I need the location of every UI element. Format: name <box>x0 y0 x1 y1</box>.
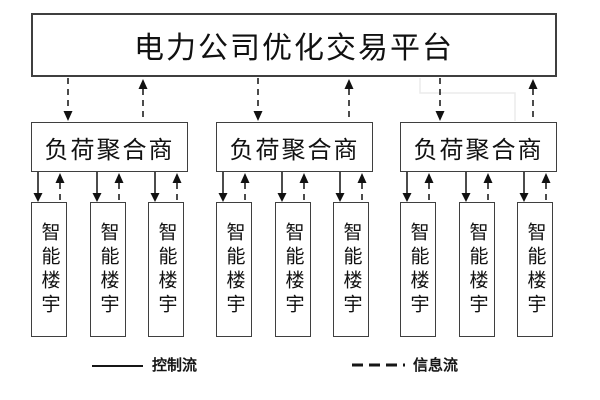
info-flow-arrow-up-b6 <box>357 173 367 202</box>
info-flow-arrow-up-b9 <box>541 173 551 202</box>
building-label: 智能楼宇 <box>38 221 60 318</box>
info-flow-arrow-down-3 <box>435 78 445 121</box>
control-flow-arrow-down-7 <box>402 172 412 202</box>
platform-box: 电力公司优化交易平台 <box>31 13 557 77</box>
info-flow-arrow-down-1 <box>63 78 73 121</box>
building-box-1: 智能楼宇 <box>31 202 67 337</box>
building-label: 智能楼宇 <box>524 221 546 318</box>
info-flow-arrow-up-3 <box>528 79 538 121</box>
control-flow-arrow-down-2 <box>92 172 102 202</box>
building-box-4: 智能楼宇 <box>216 202 252 337</box>
building-label: 智能楼宇 <box>97 221 119 318</box>
building-box-2: 智能楼宇 <box>90 202 126 337</box>
building-label: 智能楼宇 <box>466 221 488 318</box>
control-flow-arrow-down-5 <box>277 172 287 202</box>
info-flow-arrow-down-2 <box>253 78 263 121</box>
platform-label: 电力公司优化交易平台 <box>134 32 454 65</box>
info-flow-arrow-up-b1 <box>55 173 65 202</box>
building-label: 智能楼宇 <box>407 221 429 318</box>
control-flow-down-arrows <box>33 172 529 202</box>
aggregator-label: 负荷聚合商 <box>229 137 360 164</box>
aggregator-box-3: 负荷聚合商 <box>400 122 557 172</box>
building-label: 智能楼宇 <box>223 221 245 318</box>
info-flow-arrow-up-b7 <box>424 173 434 202</box>
info-flow-up-arrows <box>55 173 551 202</box>
control-flow-arrow-down-9 <box>519 172 529 202</box>
control-flow-arrow-down-6 <box>335 172 345 202</box>
aggregator-box-1: 负荷聚合商 <box>31 122 188 172</box>
legend-keys <box>92 363 405 367</box>
info-flow-arrow-up-2 <box>344 79 354 121</box>
aggregator-box-2: 负荷聚合商 <box>216 122 373 172</box>
info-flow-arrow-up-b4 <box>240 173 250 202</box>
control-flow-arrow-down-4 <box>218 172 228 202</box>
legend-control-label: 控制流 <box>152 357 198 374</box>
info-flow-arrow-up-b8 <box>483 173 493 202</box>
info-flow-arrow-up-b2 <box>114 173 124 202</box>
info-flow-arrow-up-b3 <box>172 173 182 202</box>
platform-aggregator-arrows <box>63 78 538 121</box>
building-box-8: 智能楼宇 <box>459 202 495 337</box>
aggregator-label: 负荷聚合商 <box>413 137 544 164</box>
legend-info-label: 信息流 <box>413 357 459 374</box>
building-label: 智能楼宇 <box>282 221 304 318</box>
building-box-9: 智能楼宇 <box>517 202 553 337</box>
info-flow-arrow-up-1 <box>138 79 148 121</box>
building-box-3: 智能楼宇 <box>148 202 184 337</box>
aggregator-label: 负荷聚合商 <box>44 137 175 164</box>
building-box-6: 智能楼宇 <box>333 202 369 337</box>
faint-artifact-line <box>419 78 516 121</box>
building-label: 智能楼宇 <box>155 221 177 318</box>
building-box-7: 智能楼宇 <box>400 202 436 337</box>
building-box-5: 智能楼宇 <box>275 202 311 337</box>
info-flow-arrow-up-b5 <box>299 173 309 202</box>
control-flow-arrow-down-8 <box>461 172 471 202</box>
control-flow-arrow-down-1 <box>33 172 43 202</box>
building-label: 智能楼宇 <box>340 221 362 318</box>
control-flow-arrow-down-3 <box>150 172 160 202</box>
